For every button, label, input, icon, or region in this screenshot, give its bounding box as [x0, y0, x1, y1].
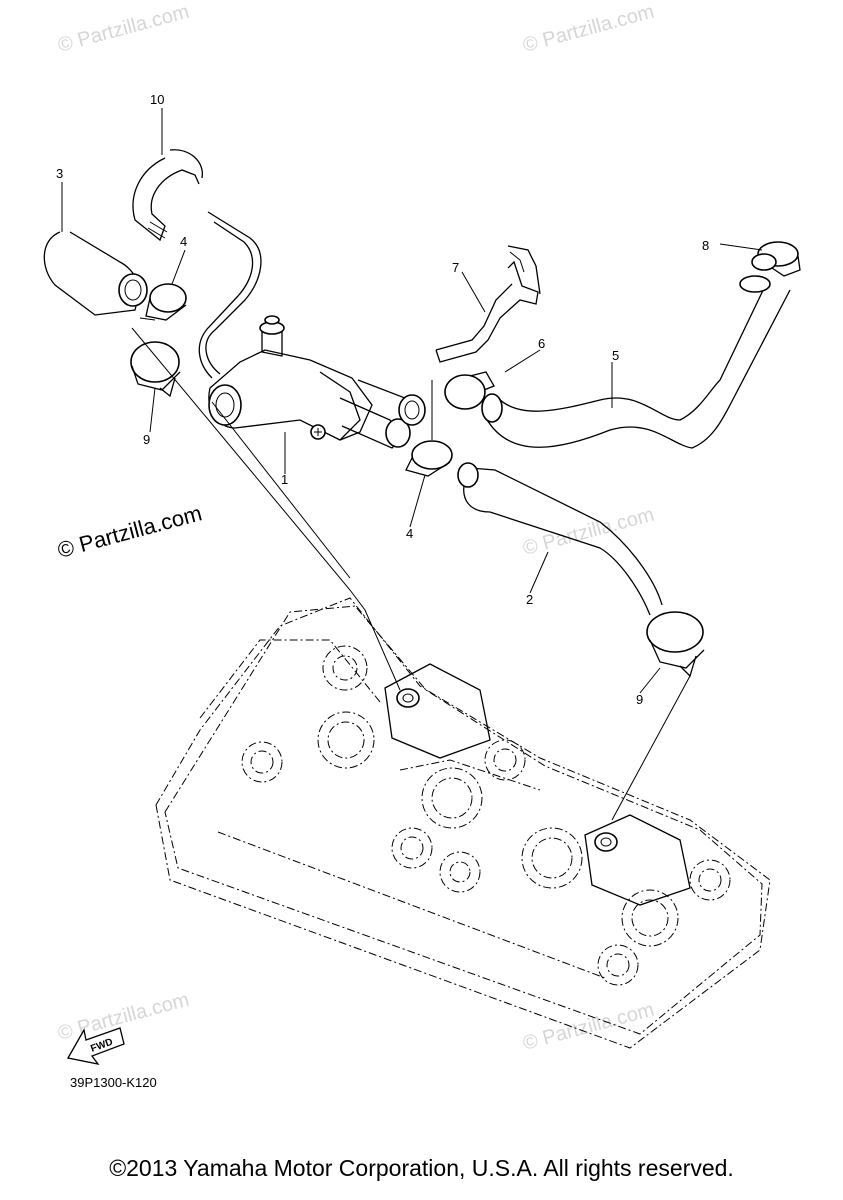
watermark: © Partzilla.com: [521, 999, 657, 1055]
part-5-hose: [481, 275, 791, 449]
watermark: © Partzilla.com: [56, 989, 192, 1045]
part-7-bracket: [435, 245, 541, 363]
fwd-arrow-icon: FWD: [66, 1027, 125, 1065]
air-hose-upper-b: [198, 221, 254, 379]
part-3-hose: [43, 231, 148, 316]
watermark: © Partzilla.com: [521, 504, 657, 560]
watermark: © Partzilla.com: [521, 1, 657, 57]
figure-code: 39P1300-K120: [70, 1075, 157, 1090]
part-1-air-valve: [208, 315, 426, 449]
part-2-hose: [457, 462, 663, 616]
watermark: © Partzilla.com: [56, 1, 192, 57]
head-cover: [155, 597, 771, 1049]
part-9-clamp-left: [130, 341, 181, 398]
watermark-main: © Partzilla.com: [55, 500, 205, 563]
callout-1: 1: [281, 472, 288, 487]
copyright-text: ©2013 Yamaha Motor Corporation, U.S.A. A…: [109, 1155, 734, 1181]
callout-10: 10: [150, 92, 164, 107]
part-8-clamp: [751, 241, 801, 277]
callout-4: 4: [406, 526, 413, 541]
callout-6: 6: [538, 336, 545, 351]
callout-8: 8: [702, 238, 709, 253]
part-9-clamp-right: [646, 611, 705, 678]
part-4-clamp-middle: [405, 440, 453, 477]
leader-lines: [61, 108, 763, 821]
callout-9: 9: [143, 432, 150, 447]
callout-4: 4: [180, 234, 187, 249]
callout-9: 9: [636, 692, 643, 707]
part-4-clamp-upper: [139, 283, 187, 321]
callout-2: 2: [526, 592, 533, 607]
callout-3: 3: [56, 166, 63, 181]
part-10-clamp: [132, 149, 203, 242]
part-6-clamp: [444, 371, 495, 410]
callout-7: 7: [452, 260, 459, 275]
air-hose-upper: [205, 211, 262, 375]
callout-5: 5: [612, 348, 619, 363]
